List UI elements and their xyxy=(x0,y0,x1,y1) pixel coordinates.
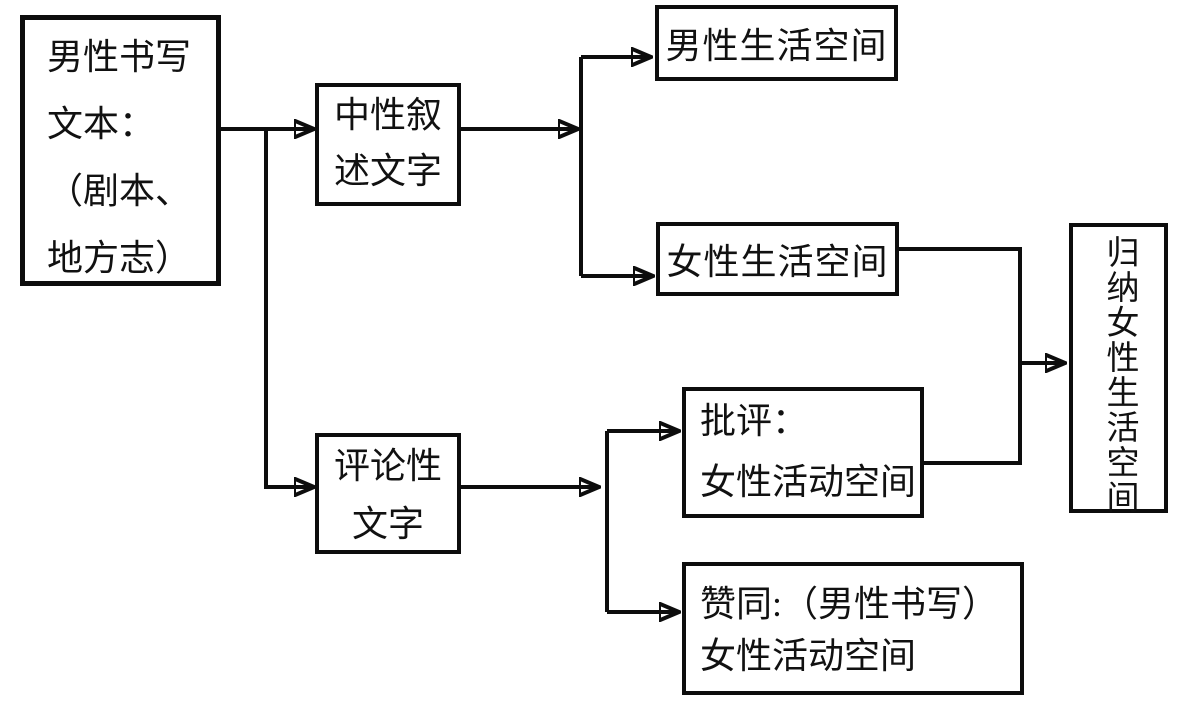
node-criticism: 批评： 女性活动空间 xyxy=(682,387,924,518)
text-line: 男性生活空间 xyxy=(665,26,888,66)
text-line: 文字 xyxy=(351,504,424,544)
node-summary-vertical: 归纳女性生活空间 xyxy=(1069,223,1168,515)
text-line: 中性叙 xyxy=(333,95,442,135)
text-line: 批评： xyxy=(700,401,809,441)
merge-line-female-criticism xyxy=(899,247,1022,465)
text-line: 文本： xyxy=(47,104,156,144)
text-line: 女性生活空间 xyxy=(666,242,889,282)
node-commentary: 评论性 文字 xyxy=(315,433,461,554)
text-line: （剧本、 xyxy=(47,171,192,211)
text-line: 女性活动空间 xyxy=(700,636,917,676)
text-line: 评论性 xyxy=(333,446,442,486)
text-line: 赞同:（男性书写） xyxy=(700,584,999,624)
text-line: 女性活动空间 xyxy=(700,462,917,502)
node-neutral-narrative: 中性叙 述文字 xyxy=(315,83,461,206)
text-line: 述文字 xyxy=(333,151,442,191)
node-male-living-space: 男性生活空间 xyxy=(655,5,898,81)
text-line: 地方志） xyxy=(47,238,192,278)
edge-source-to-commentary xyxy=(264,129,313,487)
node-source-text: 男性书写 文本： （剧本、 地方志） xyxy=(20,15,221,286)
node-approval: 赞同:（男性书写） 女性活动空间 xyxy=(682,562,1024,695)
node-female-living-space: 女性生活空间 xyxy=(656,222,899,296)
text-line: 男性书写 xyxy=(47,37,192,77)
